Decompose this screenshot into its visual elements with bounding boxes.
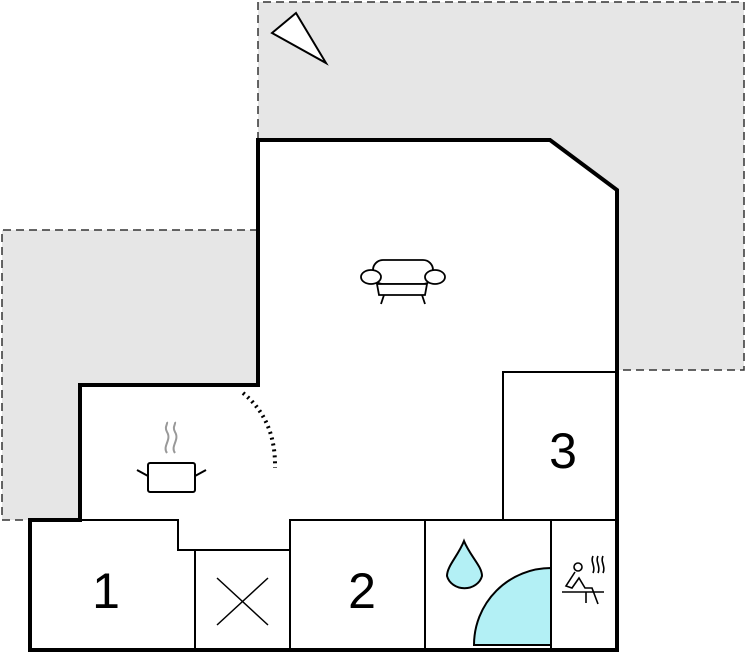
terrace-upper-outline <box>257 1 745 371</box>
house-interior <box>30 140 617 650</box>
room-1-label: 1 <box>92 563 120 619</box>
interior-walls <box>30 371 617 650</box>
sauna-icon <box>562 555 605 605</box>
terrace-left <box>2 230 258 520</box>
room-3-label: 3 <box>549 423 577 479</box>
terrace-left-outline <box>1 229 258 521</box>
cooking-pot-icon <box>136 421 207 493</box>
outer-wall <box>28 138 619 652</box>
water-drop-icon <box>445 538 484 590</box>
terrace-upper <box>258 2 744 370</box>
north-arrow-icon <box>270 11 329 66</box>
sofa-icon <box>360 259 446 305</box>
shower-quarter-circle-icon <box>472 566 552 646</box>
room-2-label: 2 <box>348 563 376 619</box>
wc-cross-icon <box>216 577 269 626</box>
